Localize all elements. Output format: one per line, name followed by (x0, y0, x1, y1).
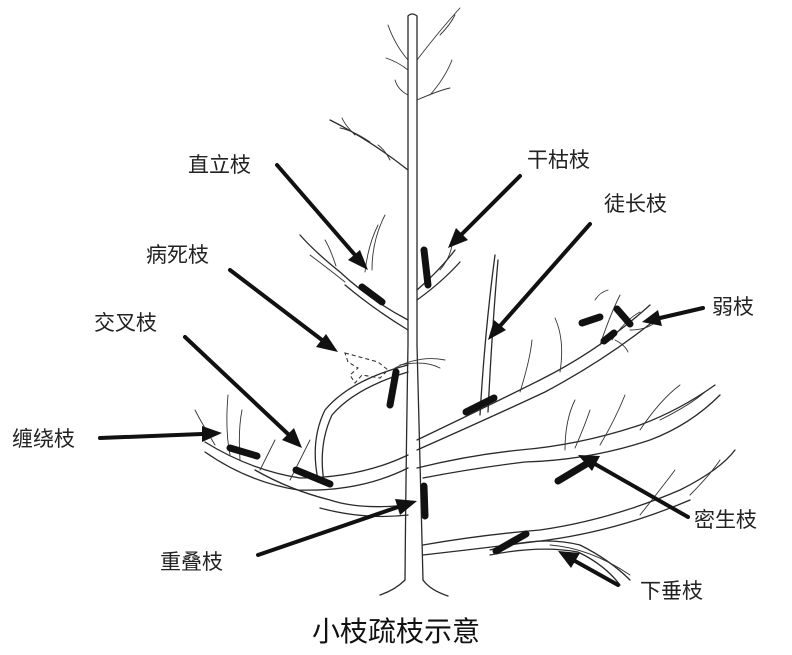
cut-mark-weak-2 (613, 305, 634, 328)
arrow-entangled (98, 426, 222, 442)
labels: 直立枝 干枯枝 徒长枝 病死枝 弱枝 交叉枝 缠绕枝 密生枝 重叠枝 下垂枝 (12, 148, 757, 603)
cut-mark-overlapping (420, 482, 429, 520)
arrow-crossing (183, 335, 302, 448)
cut-mark-drooping (492, 530, 530, 555)
diagram-caption: 小枝疏枝示意 (312, 615, 480, 648)
cut-mark-crossing (292, 466, 334, 488)
cut-marks (226, 246, 634, 555)
trunk (404, 13, 424, 581)
label-crossing: 交叉枝 (94, 311, 157, 335)
label-upright: 直立枝 (188, 153, 251, 177)
label-dense: 密生枝 (694, 508, 757, 532)
cut-mark-dense (554, 459, 592, 485)
label-drooping: 下垂枝 (640, 579, 703, 603)
tree-illustration (194, 7, 736, 597)
arrow-dense (578, 455, 690, 519)
cut-mark-entangled (226, 444, 261, 460)
label-weak: 弱枝 (712, 295, 754, 319)
arrow-water-sprout (488, 222, 592, 340)
diseased-branch-dashed (344, 352, 389, 384)
arrow-diseased (228, 268, 338, 352)
label-dead: 干枯枝 (527, 148, 590, 172)
arrows (98, 163, 705, 587)
cut-mark-diseased (386, 368, 400, 409)
label-entangled: 缠绕枝 (12, 427, 75, 451)
label-diseased: 病死枝 (146, 243, 209, 267)
cut-mark-upright (358, 283, 386, 306)
arrow-drooping (558, 551, 620, 587)
arrow-overlapping (256, 499, 417, 557)
arrow-weak (642, 306, 705, 326)
cut-mark-water-sprout (462, 394, 498, 416)
arrow-dead (448, 174, 522, 248)
label-overlapping: 重叠枝 (160, 550, 223, 574)
cut-mark-weak-3 (600, 329, 618, 345)
label-water-sprout: 徒长枝 (604, 192, 667, 216)
arrow-upright (275, 163, 368, 270)
cut-mark-dead (420, 246, 432, 289)
cut-mark-weak-1 (578, 313, 604, 327)
